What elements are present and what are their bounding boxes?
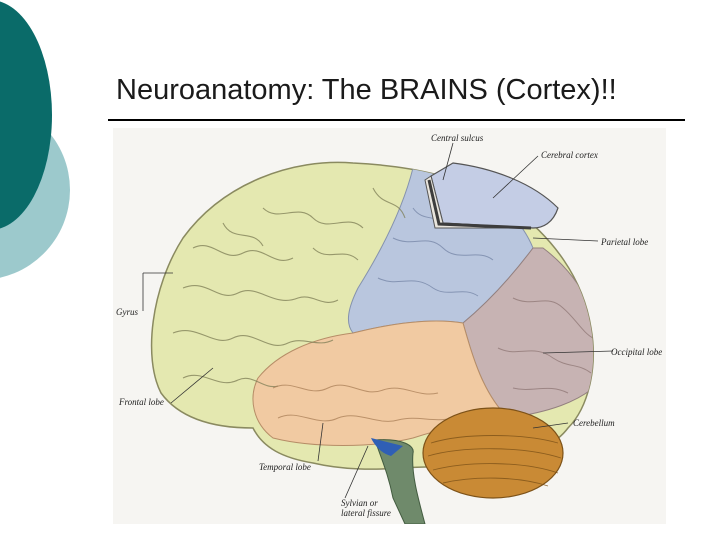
label-gyrus: Gyrus: [116, 307, 138, 317]
brain-illustration: [142, 142, 614, 524]
decorative-circles: [0, 1, 70, 278]
label-frontal-lobe: Frontal lobe: [119, 397, 164, 407]
brainstem: [374, 439, 426, 524]
brain-diagram: Central sulcus Cerebral cortex Parietal …: [113, 128, 666, 524]
decor-dark-circle: [0, 1, 52, 229]
label-central-sulcus: Central sulcus: [431, 133, 484, 143]
temporal-lobe: [252, 320, 510, 446]
label-cerebral-cortex: Cerebral cortex: [541, 150, 598, 160]
label-parietal-lobe: Parietal lobe: [601, 237, 649, 247]
cortex-cutaway: [430, 162, 559, 229]
label-cerebellum: Cerebellum: [573, 418, 615, 428]
label-sylvian-line2: lateral fissure: [341, 508, 391, 518]
cerebellum: [422, 407, 564, 499]
title-divider: [108, 119, 685, 121]
label-occipital-lobe: Occipital lobe: [611, 347, 663, 357]
slide-title: Neuroanatomy: The BRAINS (Cortex)!!: [116, 74, 617, 106]
label-temporal-lobe: Temporal lobe: [259, 462, 311, 472]
label-sylvian-line1: Sylvian or: [341, 498, 378, 508]
